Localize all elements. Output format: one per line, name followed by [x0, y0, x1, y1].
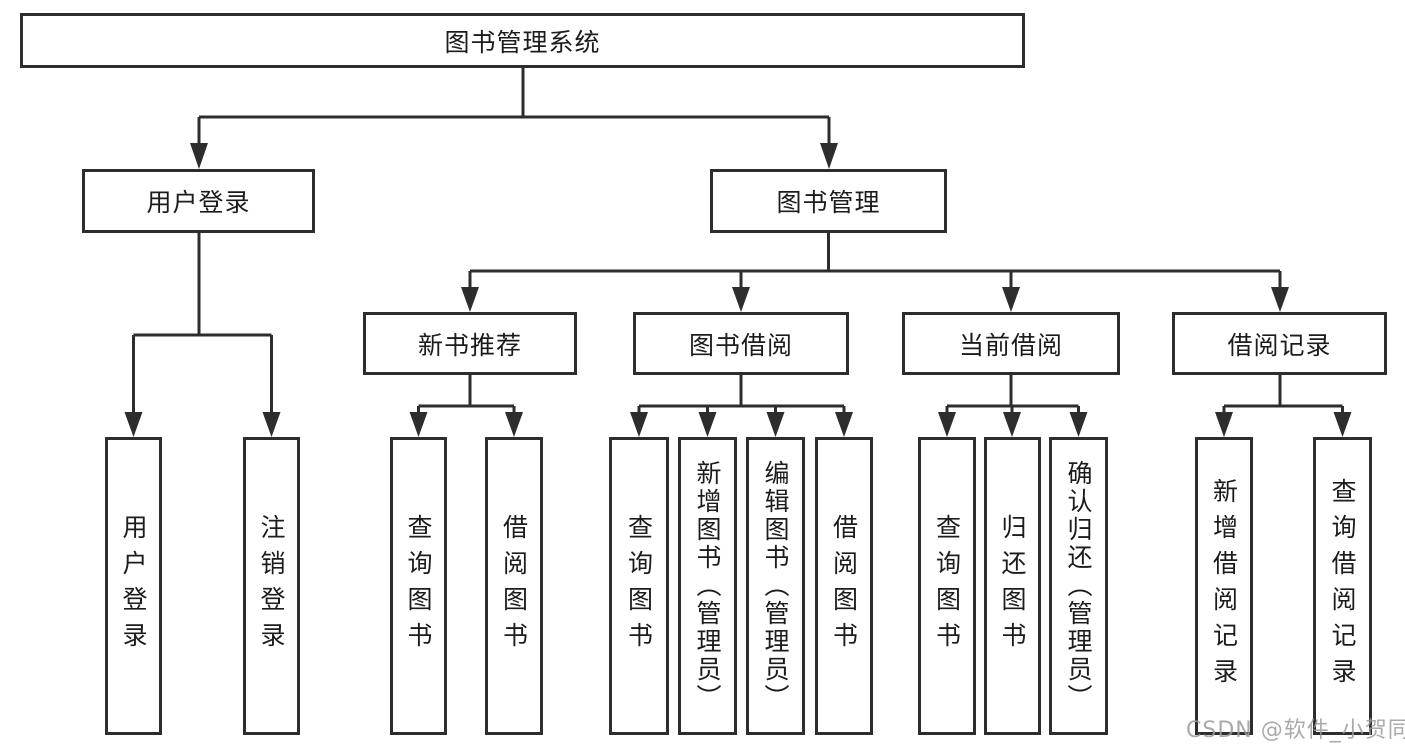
arrowheads-current-borrow [938, 412, 1088, 437]
connector-borrow-records [1222, 375, 1344, 414]
node-current-borrow-label: 当前借阅 [958, 330, 1063, 360]
leaf-borrow-books-label: 借阅图书 [829, 514, 859, 658]
leaf-add-borrow-record: 新增借阅记录 [1195, 437, 1253, 735]
leaf-return-books: 归还图书 [984, 437, 1041, 735]
leaf-edit-books-admin: 编辑图书（管理员） [746, 437, 805, 735]
leaf-borrow-books-recommend-label: 借阅图书 [499, 514, 529, 658]
node-book-borrow-label: 图书借阅 [688, 330, 793, 360]
leaf-confirm-return-admin: 确认归还（管理员） [1049, 437, 1108, 735]
leaf-return-books-label: 归还图书 [998, 514, 1027, 658]
leaf-logout-label: 注销登录 [257, 514, 286, 658]
leaf-user-login-label: 用户登录 [119, 514, 148, 658]
leaf-query-books-borrow-label: 查询图书 [624, 514, 654, 658]
node-root-label: 图书管理系统 [444, 27, 601, 57]
leaf-add-books-admin-label: 新增图书（管理员） [693, 460, 722, 712]
leaf-query-books-current-label: 查询图书 [932, 514, 962, 658]
node-root: 图书管理系统 [20, 13, 1025, 68]
leaf-edit-books-admin-label: 编辑图书（管理员） [761, 460, 790, 712]
arrowheads-book-borrow [630, 412, 853, 437]
leaf-add-borrow-record-label: 新增借阅记录 [1209, 478, 1239, 694]
leaf-query-borrow-record-label: 查询借阅记录 [1328, 478, 1357, 694]
connector-book-management [468, 233, 1282, 289]
arrowheads-user-login [124, 412, 281, 437]
connector-current-borrow [945, 375, 1080, 414]
leaf-query-books-borrow: 查询图书 [609, 437, 669, 735]
leaf-query-books-recommend-label: 查询图书 [404, 514, 433, 658]
node-book-borrow: 图书借阅 [633, 312, 849, 375]
node-user-login: 用户登录 [82, 169, 315, 233]
arrowheads-book-management [461, 287, 1289, 312]
connector-new-book [417, 375, 516, 414]
arrowheads-root [190, 143, 838, 169]
leaf-user-login: 用户登录 [105, 437, 162, 735]
leaf-query-books-recommend: 查询图书 [390, 437, 447, 735]
leaf-logout: 注销登录 [243, 437, 300, 735]
node-new-book-recommend-label: 新书推荐 [417, 330, 522, 360]
node-new-book-recommend: 新书推荐 [363, 312, 577, 375]
node-book-management-label: 图书管理 [776, 188, 881, 217]
node-borrow-records-label: 借阅记录 [1227, 330, 1332, 360]
leaf-query-books-current: 查询图书 [918, 437, 976, 735]
leaf-borrow-books-recommend: 借阅图书 [485, 437, 543, 735]
connector-book-borrow [637, 375, 846, 414]
leaf-add-books-admin: 新增图书（管理员） [678, 437, 737, 735]
leaf-borrow-books: 借阅图书 [815, 437, 873, 735]
leaf-confirm-return-admin-label: 确认归还（管理员） [1064, 460, 1093, 712]
connector-user-login [132, 233, 273, 413]
node-borrow-records: 借阅记录 [1172, 312, 1387, 375]
leaf-query-borrow-record: 查询借阅记录 [1313, 437, 1372, 735]
watermark: CSDN @软件_小贺同学 [1186, 718, 1405, 743]
arrowheads-new-book [409, 412, 523, 437]
node-book-management: 图书管理 [710, 169, 947, 233]
connector-root [197, 68, 831, 145]
node-current-borrow: 当前借阅 [902, 312, 1120, 375]
node-user-login-label: 用户登录 [146, 188, 251, 217]
arrowheads-borrow-records [1215, 412, 1352, 437]
